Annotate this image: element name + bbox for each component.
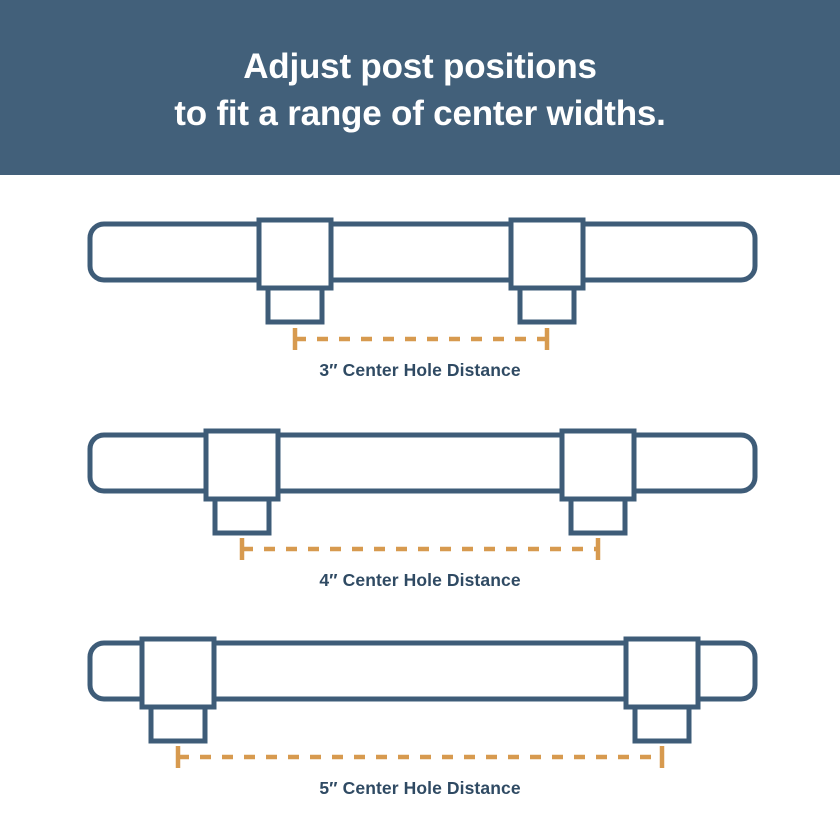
left-post-stem bbox=[148, 704, 208, 744]
dimension-label-handle-4in: 4″ Center Hole Distance bbox=[319, 570, 521, 590]
banner-title-line-1: Adjust post positions bbox=[243, 46, 597, 86]
diagram-svg-handle-5in bbox=[87, 636, 758, 768]
handle-bar bbox=[87, 432, 758, 494]
handle-bar bbox=[87, 221, 758, 283]
left-post-block bbox=[256, 217, 334, 291]
diagram-svg-handle-3in bbox=[87, 217, 758, 350]
right-post-block bbox=[559, 428, 637, 502]
right-post-stem bbox=[517, 285, 577, 325]
right-post-stem bbox=[632, 704, 692, 744]
dimension-label-handle-3in: 3″ Center Hole Distance bbox=[319, 360, 521, 380]
banner-title-line-2: to fit a range of center widths. bbox=[174, 93, 666, 133]
left-post-block bbox=[139, 636, 217, 710]
left-post-block bbox=[203, 428, 281, 502]
dimension-label-handle-5in: 5″ Center Hole Distance bbox=[319, 778, 521, 798]
diagram-list: 3″ Center Hole Distance 4″ Center Hole Di… bbox=[0, 175, 840, 840]
header-banner: Adjust post positions to fit a range of … bbox=[0, 0, 840, 175]
right-post-block bbox=[623, 636, 701, 710]
right-post-block bbox=[508, 217, 586, 291]
left-post-stem bbox=[212, 496, 272, 536]
left-post-stem bbox=[265, 285, 325, 325]
right-post-stem bbox=[568, 496, 628, 536]
diagram-svg-handle-4in bbox=[87, 428, 758, 560]
handle-bar bbox=[87, 640, 758, 702]
